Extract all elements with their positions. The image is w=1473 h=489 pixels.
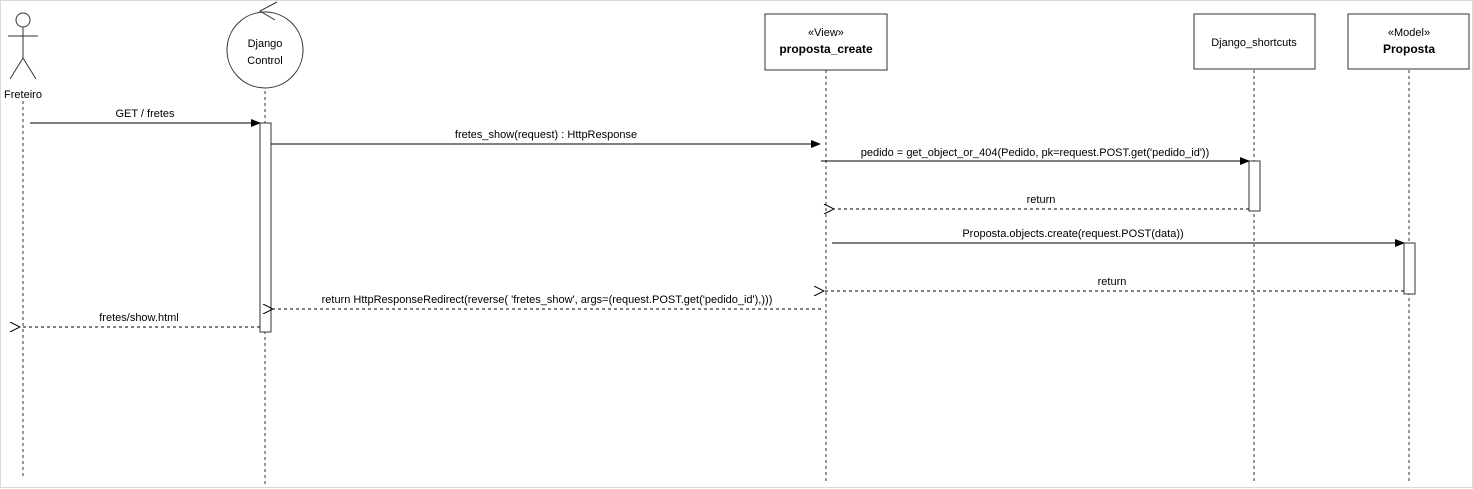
control-label-line1: Django (248, 38, 283, 50)
model-name: Proposta (1383, 42, 1435, 56)
actor-label: Freteiro (4, 89, 42, 101)
message-label-create: Proposta.objects.create(request.POST(dat… (962, 228, 1183, 240)
message-label-get-fretes: GET / fretes (115, 108, 175, 120)
message-label-show-html: fretes/show.html (99, 312, 178, 324)
activation-model (1403, 242, 1416, 295)
actor-figure-icon (8, 12, 38, 80)
control-label-line2: Control (247, 55, 282, 67)
control-icon (226, 1, 304, 89)
message-label-return-model: return (1098, 276, 1127, 288)
view-name: proposta_create (779, 42, 873, 56)
activation-shortcuts (1248, 160, 1261, 212)
message-label-return-shortcuts: return (1027, 194, 1056, 206)
view-stereotype: «View» (808, 27, 844, 39)
message-label-redirect: return HttpResponseRedirect(reverse( 'fr… (322, 294, 773, 306)
message-label-get-object: pedido = get_object_or_404(Pedido, pk=re… (861, 147, 1210, 159)
model-stereotype: «Model» (1388, 27, 1430, 39)
activation-control (259, 122, 272, 333)
view-box (764, 13, 888, 71)
model-box (1347, 13, 1470, 70)
shortcuts-box (1193, 13, 1316, 70)
shortcuts-name: Django_shortcuts (1211, 37, 1297, 49)
message-label-fretes-show: fretes_show(request) : HttpResponse (455, 129, 637, 141)
